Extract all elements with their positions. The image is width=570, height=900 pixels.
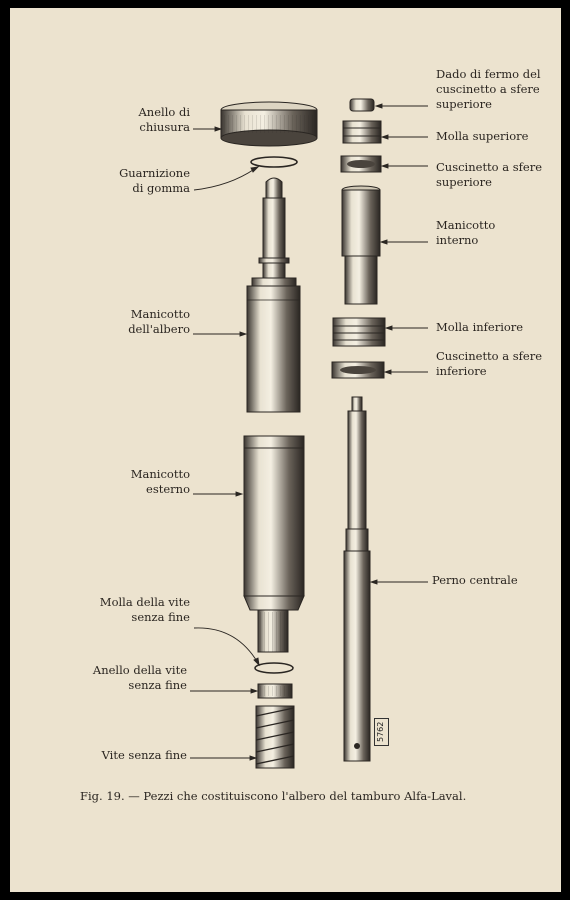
stop-nut-part [349, 98, 375, 112]
label-upper-spring: Molla superiore [436, 129, 529, 143]
label-outer-sleeve: Manicotto esterno [130, 467, 190, 496]
label-lower-spring: Molla inferiore [436, 320, 524, 334]
leader-lines [190, 103, 428, 761]
lower-spring-part [332, 317, 386, 347]
label-shaft-sleeve: Manicotto dell'albero [128, 307, 190, 336]
figure-caption: Fig. 19. — Pezzi che costituiscono l'alb… [80, 789, 467, 803]
central-pin-part [343, 396, 371, 762]
label-inner-sleeve: Manicotto interno [436, 218, 496, 247]
label-rubber-gasket: Guarnizione di gomma [119, 166, 190, 195]
label-central-pin: Perno centrale [432, 573, 518, 587]
worm-spring-part [254, 662, 294, 674]
closing-ring-part [220, 101, 318, 147]
outer-sleeve-part [243, 435, 305, 653]
label-worm-spring: Molla della vite senza fine [99, 595, 190, 624]
shaft-sleeve-part [246, 177, 301, 413]
inner-sleeve-part [341, 185, 381, 305]
label-worm-screw: Vite senza fine [101, 748, 187, 762]
upper-ball-bearing-part [340, 155, 382, 173]
worm-screw-part [255, 705, 295, 769]
label-closing-ring: Anello di chiusura [138, 105, 191, 134]
label-stop-nut: Dado di fermo del cuscinetto a sfere sup… [436, 67, 541, 111]
worm-ring-part [257, 683, 293, 699]
lower-ball-bearing-part [331, 361, 385, 379]
label-worm-ring: Anello della vite senza fine [92, 663, 187, 692]
label-upper-ball-bearing: Cuscinetto a sfere superiore [436, 160, 543, 189]
label-lower-ball-bearing: Cuscinetto a sfere inferiore [436, 349, 543, 378]
plate-number-stamp: 5762 [374, 718, 389, 746]
rubber-gasket-part [250, 156, 298, 168]
upper-spring-part [342, 120, 382, 144]
